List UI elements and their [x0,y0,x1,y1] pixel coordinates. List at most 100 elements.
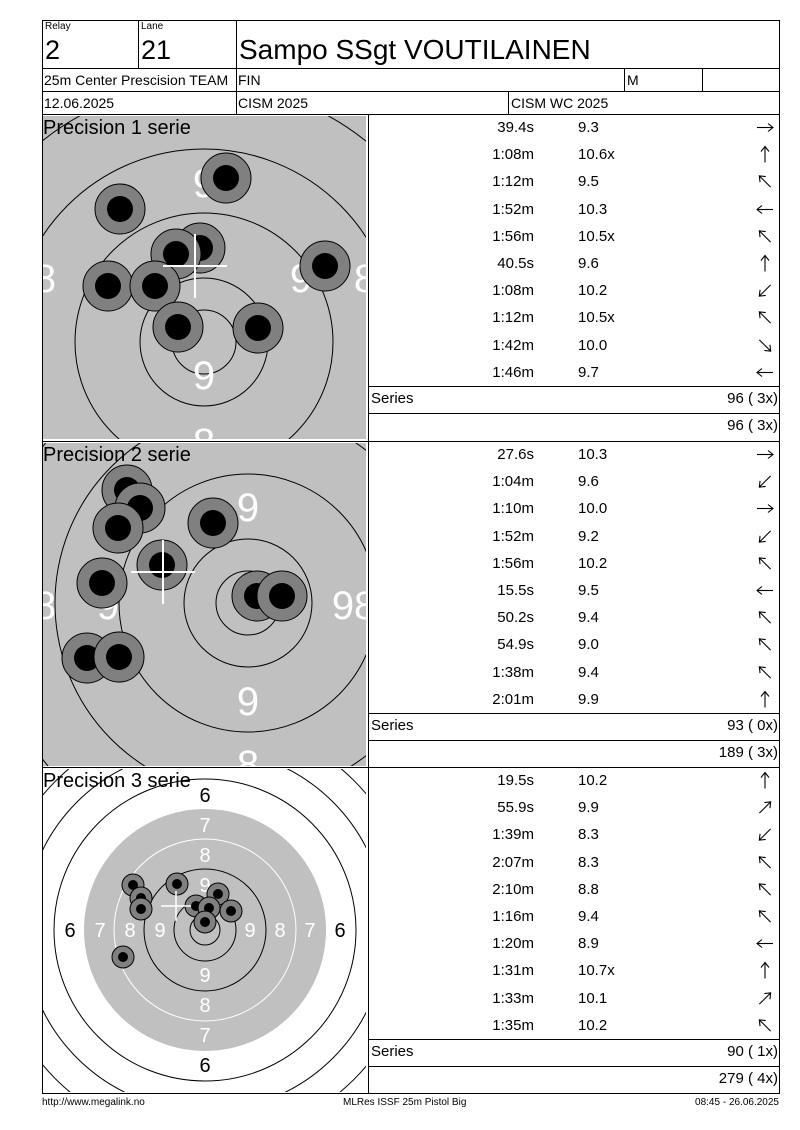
footer-software: MLRes ISSF 25m Pistol Big [343,1097,467,1108]
shot-score: 8.3 [578,853,599,871]
shot-score: 8.9 [578,935,599,953]
shot-time: 1:08m [492,146,534,164]
shot-holes [61,464,308,684]
ring-label: 7 [199,815,210,837]
direction-arrow-icon [760,690,770,708]
shot-hole [111,945,135,969]
series-summary-row: Series 93 ( 0x) [370,713,780,739]
shot-score: 10.0 [578,500,608,518]
shot-time: 55.9s [497,799,534,817]
shot-hole [193,910,217,934]
ring-label: 8 [354,257,366,301]
direction-arrow-icon [758,611,772,624]
series-summary-row: Series 90 ( 1x) [370,1039,780,1065]
competition: CISM 2025 [238,95,309,111]
direction-arrow-icon [758,883,772,896]
shot-score: 10.3 [578,446,608,463]
ring-label: 8 [193,421,215,439]
target-2: 9 9 9 9 8 8 8 [43,443,366,766]
shot-score: 9.0 [578,636,599,654]
direction-arrow-icon [760,145,770,163]
relay-label: Relay [45,21,71,32]
ring-label: 6 [64,920,75,942]
ring-label: 8 [43,584,56,628]
footer-url: http://www.megalink.no [42,1097,145,1108]
running-total: 96 ( 3x) [727,417,778,434]
direction-arrow-icon [758,828,772,842]
shot-time: 1:31m [492,962,534,980]
shot-hole [93,631,145,683]
running-total-row: 279 ( 4x) [370,1066,780,1092]
shot-hole [129,897,153,921]
ring-label: 6 [199,1055,210,1077]
shot-time: 1:46m [492,363,534,381]
shot-time: 1:04m [492,473,534,491]
direction-arrow-icon [757,450,774,459]
shot-time: 50.2s [497,609,534,627]
shot-row: 27.6s 10.3 [370,441,780,468]
direction-arrow-icon [758,1019,772,1032]
direction-arrow-icon [758,991,772,1005]
shot-time: 27.6s [497,446,534,463]
direction-arrow-icon [758,311,772,324]
running-total-row: 189 ( 3x) [370,740,780,766]
shot-time: 1:12m [492,309,534,327]
shot-hole [165,872,189,896]
shot-score: 10.3 [578,200,608,218]
ring-label: 8 [43,257,56,301]
shot-hole [76,557,128,609]
direction-arrow-icon [758,230,772,243]
shot-score: 9.3 [578,119,599,136]
shot-score: 9.4 [578,609,599,627]
shot-time: 1:08m [492,282,534,300]
shot-score: 9.9 [578,690,599,708]
shot-score: 10.1 [578,989,608,1007]
series-title: Precision 3 serie [43,770,191,792]
direction-arrow-icon [757,123,774,132]
direction-arrow-icon [758,665,772,679]
series-label: Series [371,1043,414,1060]
nation: FIN [238,72,261,88]
series-total: 93 ( 0x) [727,717,778,734]
shot-time: 1:35m [492,1016,534,1034]
direction-arrow-icon [760,771,770,789]
shot-time: 2:10m [492,880,534,898]
group-center-cross [161,891,191,921]
shot-hole [200,152,252,204]
ring-label: 9 [199,965,210,987]
series-title: Precision 1 serie [43,117,191,139]
shot-time: 1:52m [492,200,534,218]
direction-arrow-icon [756,367,773,377]
event-name: 25m Center Prescision TEAM [44,72,229,88]
shot-time: 40.5s [497,255,534,272]
shot-time: 1:10m [492,500,534,518]
ring-label: 9 [332,584,354,628]
shot-score: 10.2 [578,282,608,300]
direction-arrow-icon [756,204,773,214]
series-total: 96 ( 3x) [727,390,778,407]
shot-score: 9.4 [578,663,599,681]
relay-value: 2 [45,35,61,65]
ring-label: 7 [94,920,105,942]
shot-time: 1:52m [492,527,534,545]
ring-label: 8 [199,845,210,867]
direction-arrow-icon [758,175,772,188]
series-title: Precision 2 serie [43,444,191,466]
group-center-cross [131,540,195,604]
shot-hole [94,183,146,235]
ring-label: 8 [237,743,259,766]
footer-timestamp: 08:45 - 26.06.2025 [695,1097,779,1108]
direction-arrow-icon [760,254,770,272]
ring-label: 6 [199,785,210,807]
